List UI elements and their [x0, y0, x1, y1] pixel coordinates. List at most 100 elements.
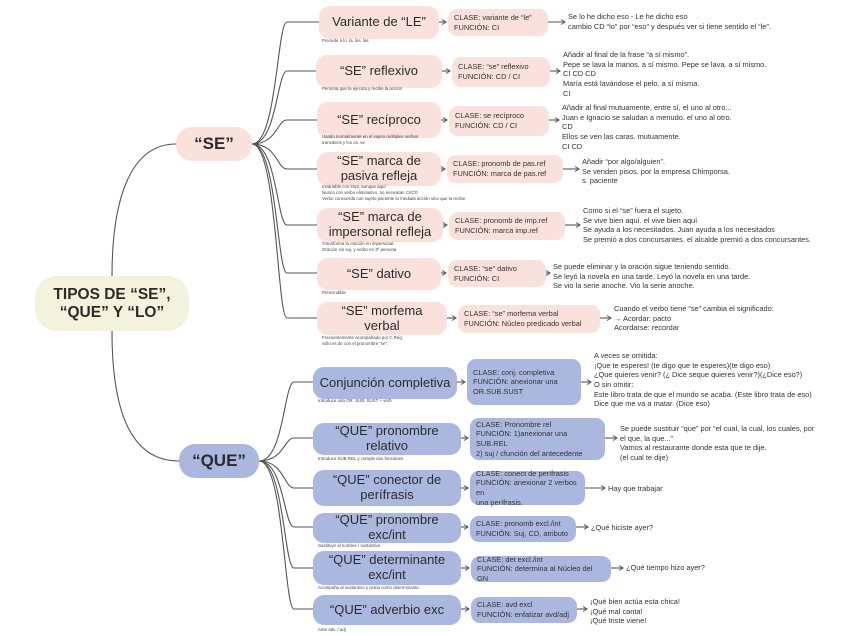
- que-class-line-2-0: CLASE: conect de perífrasis: [476, 468, 569, 478]
- se-description-line-2-1: Juan e Ignacio se saludan a menudo. el u…: [562, 112, 732, 122]
- se-class-line-0-0: CLASE: variante de “le”: [454, 12, 532, 22]
- que-description-line-0-5: Dice que me va a matar. (Dice eso): [594, 399, 710, 409]
- se-class-line-0-1: FUNCIÓN: CI: [454, 22, 500, 32]
- group-se[interactable]: “SE”: [176, 127, 252, 161]
- link-se-3: [251, 143, 317, 170]
- se-note-line-2-1: transitivos y los os, se: [322, 139, 365, 145]
- se-note-6: Frecuentemente acompañado por C.Rég.Sólo…: [322, 335, 403, 347]
- se-class-line-3-0: CLASE: pronomb de pas.ref: [453, 159, 546, 169]
- se-topic-3[interactable]: “SE” marca de pasiva refleja: [317, 152, 441, 186]
- arrow-se-desc-0-head: [560, 19, 566, 25]
- se-topic-6[interactable]: “SE” morfema verbal: [317, 302, 447, 335]
- se-class-box-0[interactable]: CLASE: variante de “le”FUNCIÓN: CI: [448, 9, 548, 36]
- se-topic-4[interactable]: “SE” marca de impersonal refleja: [317, 208, 443, 242]
- que-description-line-5-2: ¡Qué triste viene!: [590, 616, 647, 626]
- que-topic-3[interactable]: “QUE” pronombre exc/int: [313, 512, 461, 543]
- link-que-2: [258, 460, 313, 489]
- que-topic-5[interactable]: “QUE” adverbio exc: [313, 595, 461, 625]
- arrow-se-desc-4-head: [575, 222, 581, 228]
- se-class-line-6-0: CLASE: “se” morfema verbal: [464, 309, 559, 319]
- arrow-se-desc-2-head: [554, 117, 560, 123]
- group-que[interactable]: “QUE”: [179, 444, 259, 478]
- se-note-line-1-0: Persona que la ejecuta y recibe la acció…: [322, 86, 403, 91]
- que-description-line-0-1: ¡Que te esperes! (te digo que te esperes…: [594, 360, 771, 370]
- root-topic[interactable]: TIPOS DE “SE”, “QUE” Y “LO”: [35, 276, 189, 331]
- que-class-line-2-1: FUNCIÓN: anexionar 2 verbos en: [476, 478, 577, 497]
- se-class-line-4-1: FUNCIÓN: marca imp.ref: [455, 226, 538, 235]
- se-class-line-5-1: FUNCIÓN: CI: [454, 273, 500, 283]
- que-description-line-2-0: Hay que trabajar: [608, 484, 663, 493]
- se-topic-2[interactable]: “SE” recíproco: [317, 102, 441, 138]
- link-root-se: [111, 143, 177, 277]
- group-que-label: “QUE”: [192, 451, 246, 471]
- arrow-que-class-4-head: [464, 565, 470, 571]
- se-note-1: Persona que la ejecuta y recibe la acció…: [322, 86, 402, 92]
- se-class-line-2-1: FUNCIÓN: CD / CI: [455, 121, 517, 130]
- que-note-line-1-0: Introduce SUB.REL y cumple dos funciones: [318, 456, 404, 461]
- se-description-line-6-2: Acordarse: recordar: [614, 323, 680, 333]
- se-description-line-2-3: Ellos se ven las caras. mutuamente.: [562, 131, 681, 141]
- que-note-line-5-0: Ante adv. / adj: [318, 627, 346, 632]
- se-class-line-1-1: FUNCIÓN: CD / CI: [458, 72, 520, 81]
- arrow-se-class-5-head: [441, 270, 447, 276]
- se-class-line-4-0: CLASE: pronomb de imp.ref: [455, 216, 548, 226]
- se-description-line-5-1: Se leyó la novela en una tarde. Leyó la …: [553, 271, 751, 281]
- se-topic-0[interactable]: Variante de “LE”: [319, 6, 439, 39]
- que-description-5: ¡Qué bien actúa esta chica!¡Qué mal cant…: [590, 597, 680, 626]
- se-description-line-4-3: Se premió a dos concursantes. el alcalde…: [583, 234, 812, 244]
- se-description-line-0-1: cambio CD “lo” por “eso” y después ver s…: [568, 21, 771, 31]
- arrow-se-desc-6-head: [606, 315, 612, 321]
- se-note-line-6-1: Sólo es de con el pronombre “se”.: [322, 340, 389, 346]
- se-topic-5[interactable]: “SE” dativo: [317, 258, 441, 290]
- que-topic-0[interactable]: Conjunción completiva: [313, 367, 457, 399]
- link-se-1: [251, 70, 316, 145]
- que-topic-1[interactable]: “QUE” pronombre relativo: [313, 423, 461, 455]
- que-topic-title-0: Conjunción completiva: [319, 374, 451, 390]
- que-topic-2[interactable]: “QUE” conector de perífrasis: [313, 470, 461, 506]
- se-description-line-0-0: Se lo he dicho eso - Le he dicho eso: [568, 12, 688, 21]
- que-description-line-5-1: ¡Qué mal canta!: [590, 606, 643, 616]
- se-description-line-2-4: CI CD: [562, 141, 583, 151]
- que-topic-4[interactable]: “QUE” determinante exc/int: [313, 551, 461, 585]
- se-class-line-6-1: FUNCIÓN: Núcleo predicado verbal: [464, 319, 582, 328]
- se-description-line-2-2: CD: [562, 122, 573, 132]
- arrow-que-desc-2-head: [600, 485, 606, 491]
- se-description-line-4-0: Como si el “se” fuera el sujeto.: [583, 206, 684, 215]
- group-se-label: “SE”: [194, 134, 234, 154]
- arrow-que-class-5-head: [464, 606, 470, 612]
- arrow-se-class-0-head: [441, 19, 447, 25]
- se-topic-1[interactable]: “SE” reflexivo: [316, 55, 442, 88]
- que-class-line-2-2: una perífrasis.: [476, 497, 523, 507]
- se-description-line-1-1: Pepe se lava la manos. a sí mismo. Pepe …: [563, 59, 767, 69]
- que-note-line-3-0: Sustituye al nombre / sustantivo: [318, 543, 381, 548]
- que-description-line-5-0: ¡Qué bien actúa esta chica!: [590, 597, 680, 606]
- que-description-4: ¿Qué tiempo hizo ayer?: [626, 563, 705, 573]
- que-description-line-1-3: (el cual te dije): [620, 452, 669, 462]
- se-description-line-5-0: Se puede eliminar y la oración sigue ten…: [553, 262, 731, 271]
- se-description-line-6-1: → Acordar: pacto: [614, 313, 672, 323]
- que-description-line-0-2: ¿Que quieres venir? (¿ Dice seque quiere…: [594, 370, 803, 380]
- arrow-se-class-6-head: [451, 315, 457, 321]
- se-note-5: Prescindible: [322, 290, 346, 296]
- se-class-line-5-0: CLASE: “se” dativo: [454, 263, 517, 273]
- se-description-1: Añadir al final de la frase “a sí mismo”…: [563, 50, 766, 98]
- se-description-line-3-0: Añadir “por algo/alguien”.: [582, 157, 665, 166]
- que-description-1: Se puede sustituir “que” por “el cual, l…: [620, 424, 814, 463]
- link-se-5: [251, 143, 317, 274]
- arrow-se-desc-3-head: [574, 166, 580, 172]
- se-class-line-2-0: CLASE: se recíproco: [455, 111, 525, 121]
- link-que-0: [258, 381, 313, 462]
